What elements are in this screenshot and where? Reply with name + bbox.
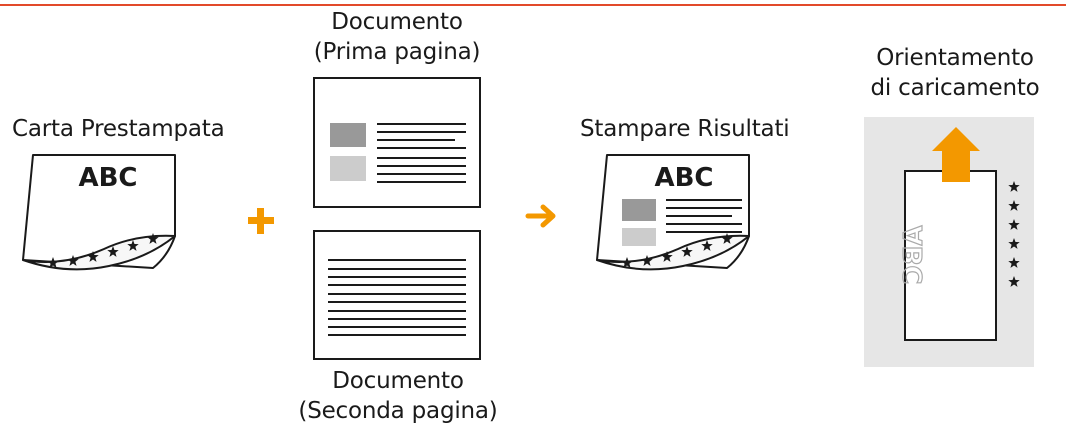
arrow-up-icon [932, 127, 980, 182]
document-first-page [313, 77, 481, 208]
loading-orientation-line2: di caricamento [870, 75, 1040, 101]
sheet-body [904, 170, 997, 341]
preprinted-abc-text: ABC [78, 163, 137, 193]
star-icon [147, 233, 159, 244]
text-lines [377, 123, 466, 183]
loading-orientation-label: Orientamento di caricamento [860, 43, 1050, 103]
star-icon [47, 257, 59, 268]
star-icon [641, 255, 653, 266]
preprinted-paper-sheet: ABC [22, 154, 176, 271]
image-block-dark [622, 199, 656, 221]
star-icon [1008, 181, 1020, 192]
star-icon [721, 233, 733, 244]
result-star-row [621, 233, 733, 268]
loading-orientation-line1: Orientamento [876, 45, 1034, 71]
preprinted-star-row [47, 233, 159, 268]
result-abc-text: ABC [654, 163, 713, 193]
loaded-mirrored-abc-text: ABC [899, 225, 929, 284]
loaded-star-column [1008, 181, 1020, 287]
star-icon [661, 251, 673, 262]
star-icon [621, 257, 633, 268]
star-icon [701, 240, 713, 251]
star-icon [87, 251, 99, 262]
loaded-paper-sheet: ABC [898, 127, 1020, 341]
document-first-subtitle: (Prima pagina) [313, 39, 481, 65]
arrow-right-icon [525, 204, 556, 228]
text-lines [666, 199, 742, 233]
document-second-title: Documento [332, 368, 464, 394]
image-block-light [330, 156, 366, 181]
print-result-sheet: ABC [596, 154, 750, 271]
preprinted-paper-label: Carta Prestampata [12, 114, 225, 144]
print-results-label: Stampare Risultati [580, 114, 790, 144]
star-icon [127, 240, 139, 251]
image-block-light [622, 228, 656, 246]
document-first-title: Documento [331, 9, 463, 35]
text-lines [328, 259, 466, 336]
document-second-page [313, 230, 481, 360]
document-second-subtitle: (Seconda pagina) [298, 398, 498, 424]
plus-icon [248, 208, 274, 234]
print-results-label-text: Stampare Risultati [580, 116, 790, 142]
document-first-page-label: Documento (Prima pagina) [298, 7, 496, 67]
star-icon [681, 246, 693, 257]
image-block-dark [330, 123, 366, 147]
star-icon [1008, 257, 1020, 268]
star-icon [1008, 200, 1020, 211]
star-icon [67, 255, 79, 266]
star-icon [1008, 219, 1020, 230]
star-icon [1008, 238, 1020, 249]
star-icon [1008, 276, 1020, 287]
preprinted-paper-label-text: Carta Prestampata [12, 116, 225, 142]
top-divider-rule [0, 4, 1066, 6]
document-second-page-label: Documento (Seconda pagina) [280, 366, 516, 426]
star-icon [107, 246, 119, 257]
